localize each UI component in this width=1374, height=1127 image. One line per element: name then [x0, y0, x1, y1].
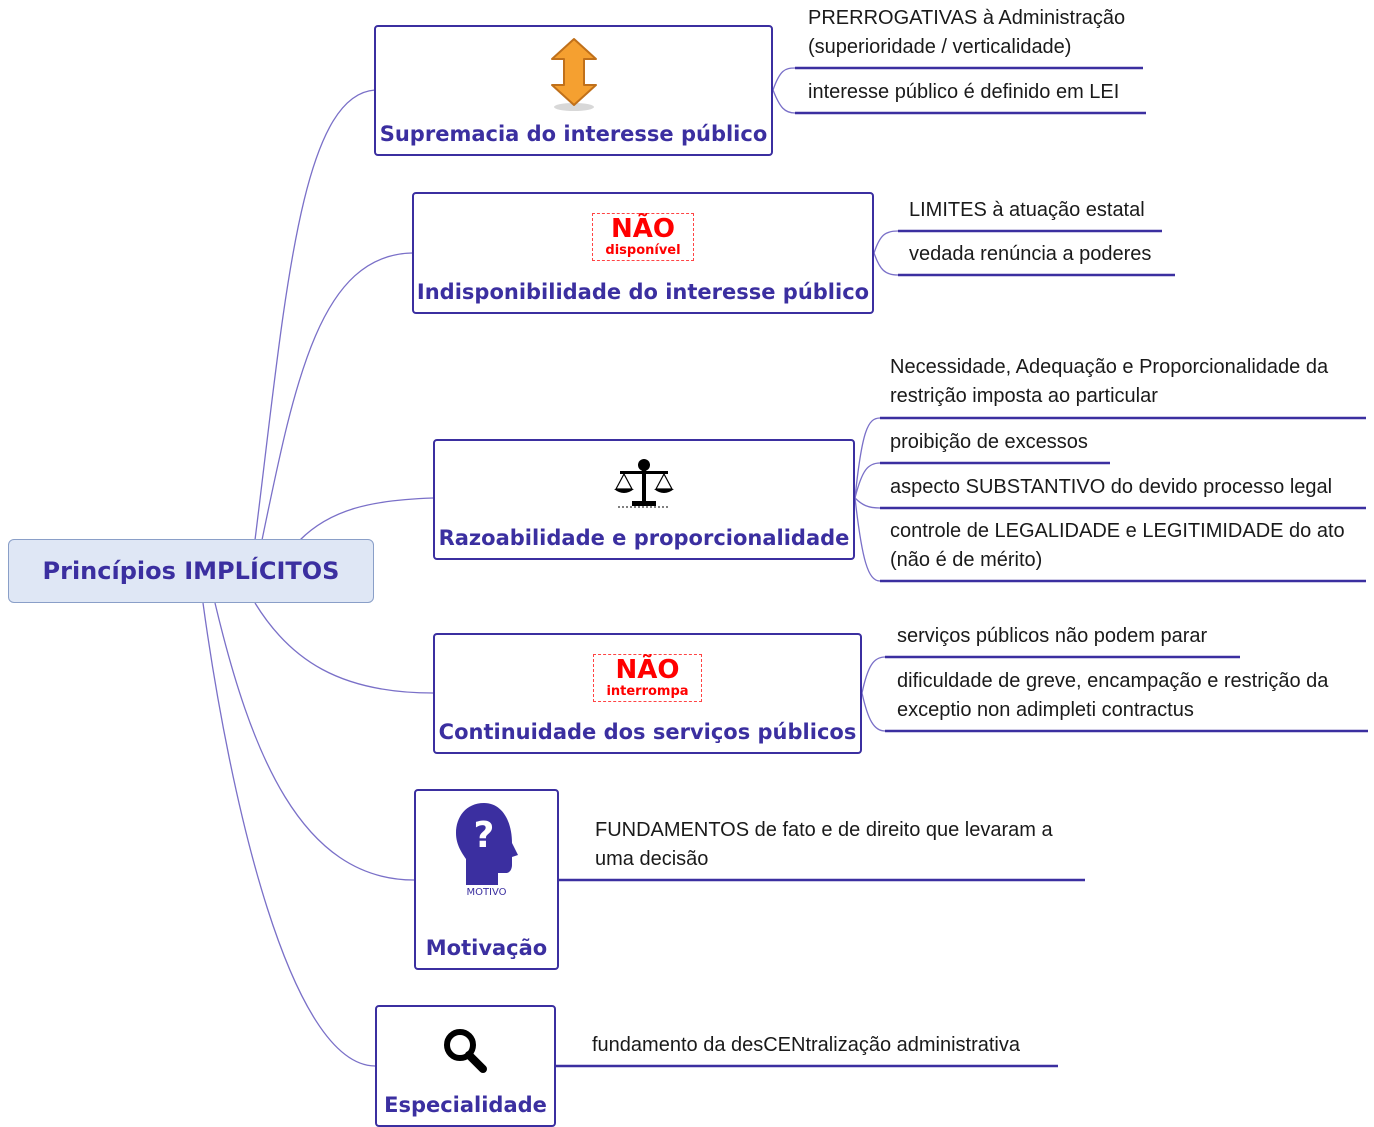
topic-label: Indisponibilidade do interesse público	[416, 279, 870, 304]
detail-text: controle de LEGALIDADE e LEGITIMIDADE do…	[890, 520, 1345, 542]
topic-label: Continuidade dos serviços públicos	[438, 719, 857, 744]
root-topic[interactable]: Princípios IMPLÍCITOS	[8, 539, 374, 603]
detail-text: serviços públicos não podem parar	[897, 625, 1208, 647]
topic-indisponibilidade[interactable]: NÃO disponível Indisponibilidade do inte…	[412, 192, 874, 314]
detail-text: (não é de mérito)	[890, 549, 1043, 571]
detail-text: Necessidade, Adequação e Proporcionalida…	[890, 356, 1329, 378]
detail-text: proibição de excessos	[890, 431, 1088, 453]
motivo-caption: MOTIVO	[466, 887, 507, 898]
detail-text: uma decisão	[595, 848, 709, 870]
nao-disponivel-stamp: NÃO disponível	[592, 213, 694, 262]
topic-motivacao[interactable]: ? MOTIVO Motivação	[414, 789, 559, 970]
topic-continuidade[interactable]: NÃO interrompa Continuidade dos serviços…	[433, 633, 862, 754]
topic-label: Especialidade	[384, 1092, 547, 1117]
detail-text: vedada renúncia a poderes	[909, 243, 1152, 265]
root-title: Princípios IMPLÍCITOS	[42, 557, 340, 585]
detail-text: fundamento da desCENtralização administr…	[592, 1034, 1020, 1056]
detail-text: PRERROGATIVAS à Administração	[808, 7, 1126, 29]
detail-text: interesse público é definido em LEI	[808, 81, 1120, 103]
magnifier-icon	[443, 1029, 487, 1074]
detail-text: LIMITES à atuação estatal	[909, 199, 1145, 221]
detail-text: aspecto SUBSTANTIVO do devido processo l…	[890, 476, 1333, 498]
topic-label: Razoabilidade e proporcionalidade	[438, 525, 850, 550]
up-down-arrow-icon	[550, 37, 597, 111]
detail-text: exceptio non adimpleti contractus	[897, 699, 1194, 721]
topic-supremacia[interactable]: Supremacia do interesse público	[374, 25, 773, 156]
detail-text: dificuldade de greve, encampação e restr…	[897, 670, 1329, 692]
topic-label: Supremacia do interesse público	[379, 121, 768, 146]
svg-text:?: ?	[473, 815, 494, 856]
question-head-icon: ?	[455, 803, 518, 885]
topic-label: Motivação	[425, 935, 548, 960]
detail-text: restrição imposta ao particular	[890, 385, 1158, 407]
topic-razoabilidade[interactable]: Razoabilidade e proporcionalidade	[433, 439, 855, 560]
nao-interrompa-stamp: NÃO interrompa	[593, 653, 702, 702]
scales-of-justice-icon	[614, 458, 674, 508]
topic-especialidade[interactable]: Especialidade	[375, 1005, 556, 1127]
detail-text: (superioridade / verticalidade)	[808, 36, 1072, 58]
detail-text: FUNDAMENTOS de fato e de direito que lev…	[595, 819, 1053, 841]
